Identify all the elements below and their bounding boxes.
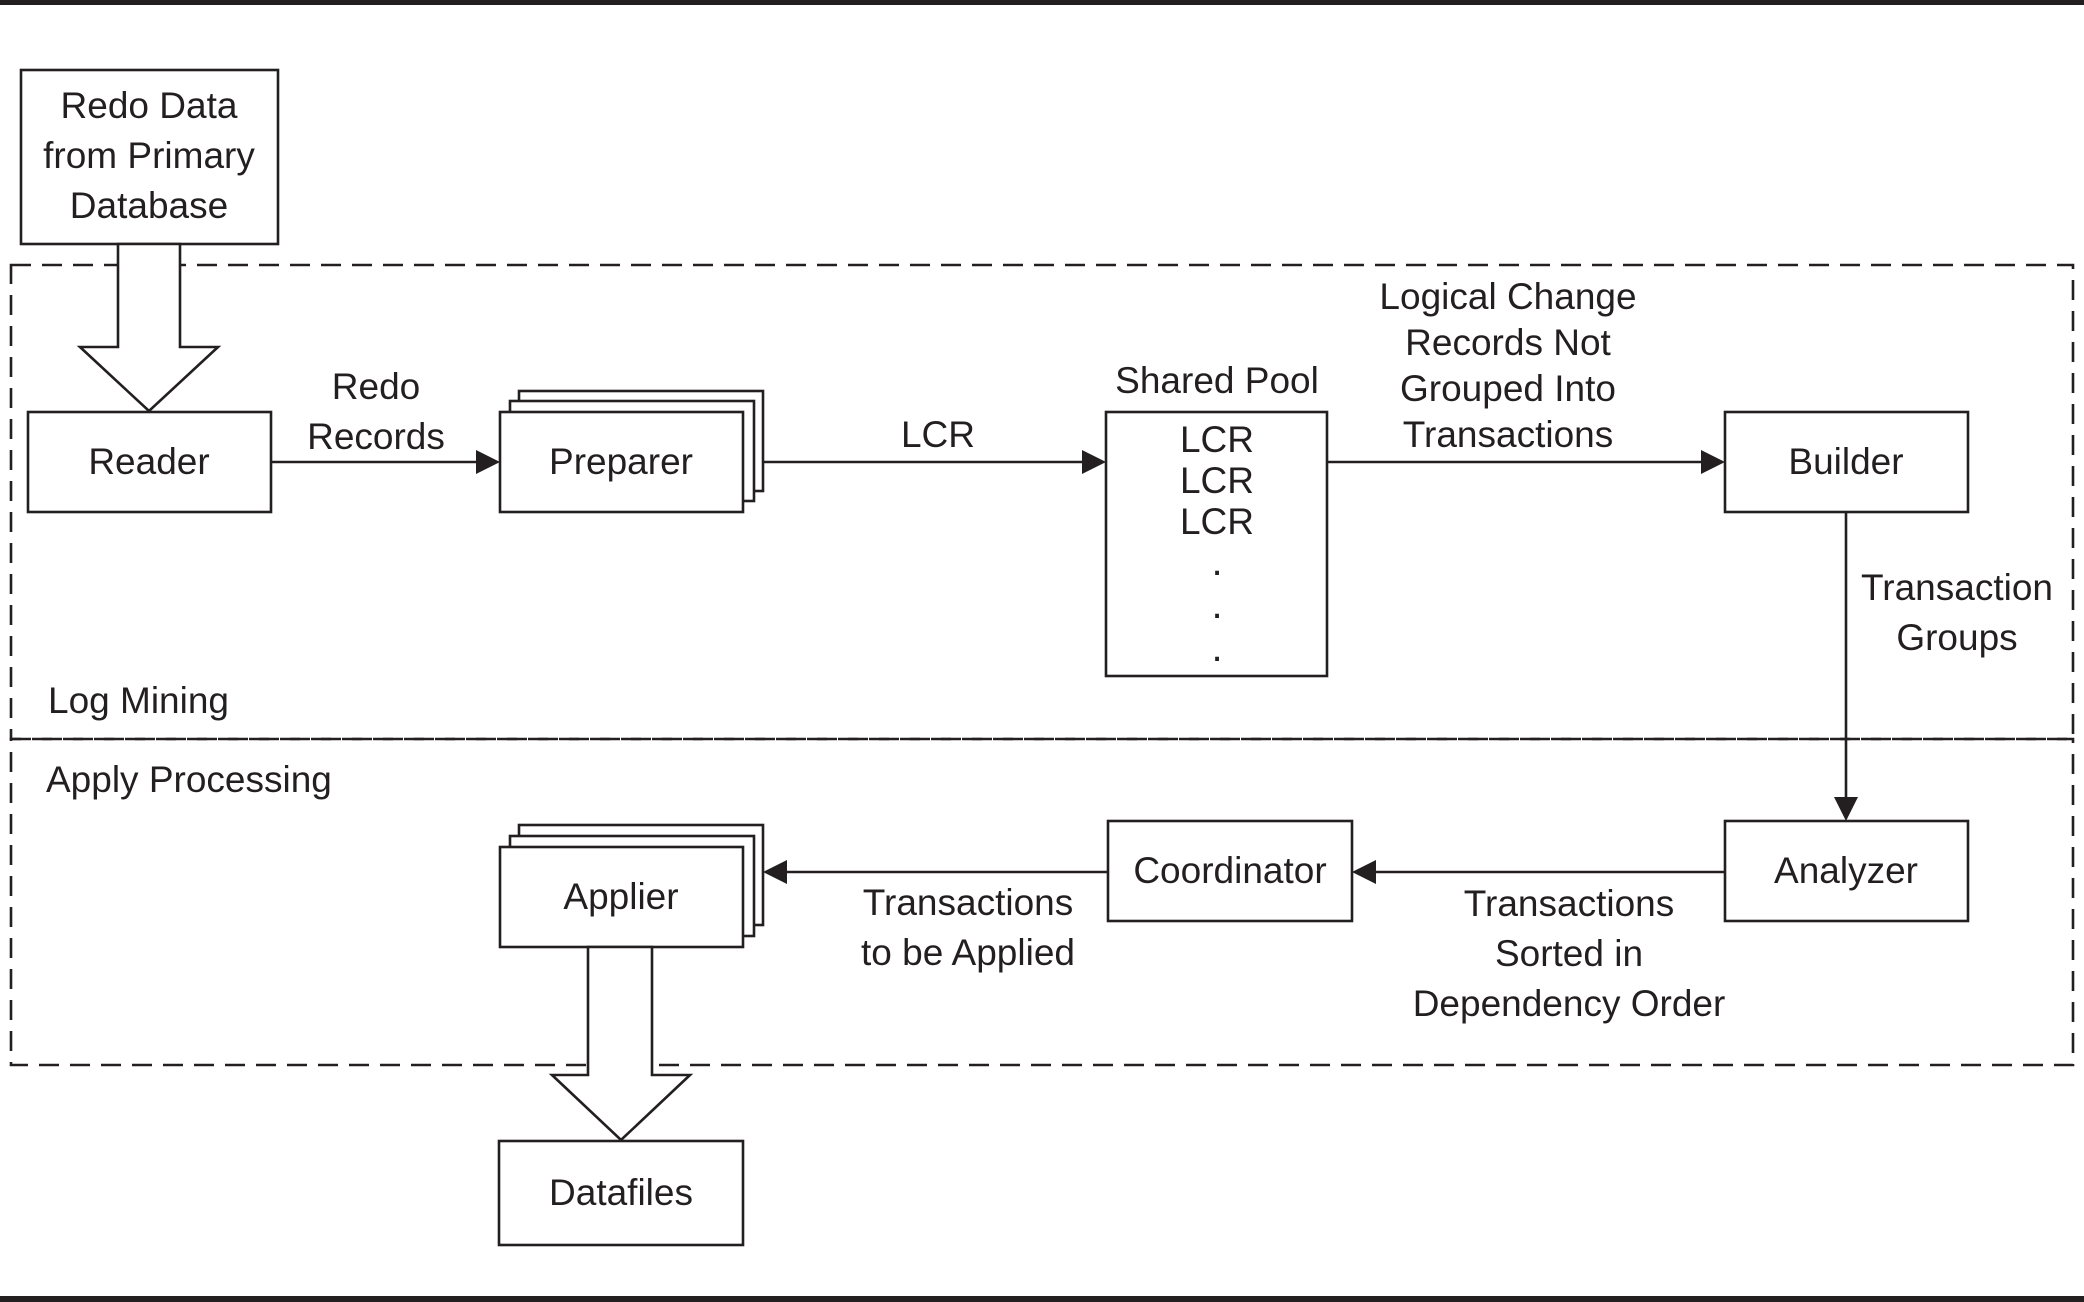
redo-data-label-line-1: Redo Data — [61, 85, 238, 126]
preparer-label: Preparer — [549, 441, 693, 482]
reader-to-preparer-arrowhead — [476, 450, 500, 474]
lcr-not-grouped-label-line-1: Logical Change — [1379, 276, 1636, 317]
lcr-not-grouped-label-line-2: Records Not — [1405, 322, 1611, 363]
lcr-edge-label: LCR — [901, 414, 975, 455]
reader-box — [26, 410, 273, 514]
redo-records-label-line-2: Records — [307, 416, 445, 457]
shared-pool-item: LCR — [1180, 460, 1254, 501]
shared-pool-item: . — [1211, 540, 1222, 584]
lcr-not-grouped-label-line-4: Transactions — [1403, 414, 1613, 455]
analyzer-label: Analyzer — [1774, 850, 1918, 891]
applier-label: Applier — [563, 876, 678, 917]
transaction-groups-label-line-1: Transaction — [1861, 567, 2053, 608]
redo-data-box — [19, 68, 280, 246]
builder-to-analyzer-arrowhead — [1834, 797, 1858, 821]
shared-pool-item: LCR — [1180, 419, 1254, 460]
preparer-to-pool-arrowhead — [1082, 450, 1106, 474]
sorted-transactions-label-line-3: Dependency Order — [1413, 983, 1726, 1024]
apply-processing-label: Apply Processing — [46, 759, 332, 800]
shared-pool-item: . — [1211, 583, 1222, 627]
coordinator-box — [1106, 819, 1354, 923]
sorted-transactions-label-line-1: Transactions — [1464, 883, 1674, 924]
analyzer-box — [1723, 819, 1970, 923]
reader-label: Reader — [88, 441, 209, 482]
datafiles-label: Datafiles — [549, 1172, 693, 1213]
shared-pool-box — [1104, 410, 1329, 678]
redo-records-label-line-1: Redo — [332, 366, 420, 407]
datafiles-box — [497, 1139, 745, 1247]
applier-to-datafiles-arrow — [548, 945, 694, 1142]
redo-to-reader-arrow — [76, 242, 222, 413]
to-be-applied-label-line-2: to be Applied — [861, 932, 1075, 973]
lcr-not-grouped-label-line-3: Grouped Into — [1400, 368, 1616, 409]
coordinator-to-applier-arrowhead — [763, 860, 787, 884]
shared-pool-item: LCR — [1180, 501, 1254, 542]
redo-data-label-line-2: from Primary — [43, 135, 255, 176]
to-be-applied-label-line-1: Transactions — [863, 882, 1073, 923]
coordinator-label: Coordinator — [1133, 850, 1326, 891]
pool-to-builder-arrowhead — [1701, 450, 1725, 474]
builder-label: Builder — [1788, 441, 1903, 482]
shared-pool-item: . — [1211, 626, 1222, 670]
transaction-groups-label-line-2: Groups — [1896, 617, 2017, 658]
apply-processing-region — [9, 737, 2075, 1067]
applier-box — [498, 845, 745, 949]
analyzer-to-coordinator-arrowhead — [1352, 860, 1376, 884]
log-mining-label: Log Mining — [48, 680, 229, 721]
shared-pool-title: Shared Pool — [1115, 360, 1319, 401]
sorted-transactions-label-line-2: Sorted in — [1495, 933, 1643, 974]
redo-data-label-line-3: Database — [70, 185, 228, 226]
preparer-box — [498, 410, 745, 514]
builder-box — [1723, 410, 1970, 514]
